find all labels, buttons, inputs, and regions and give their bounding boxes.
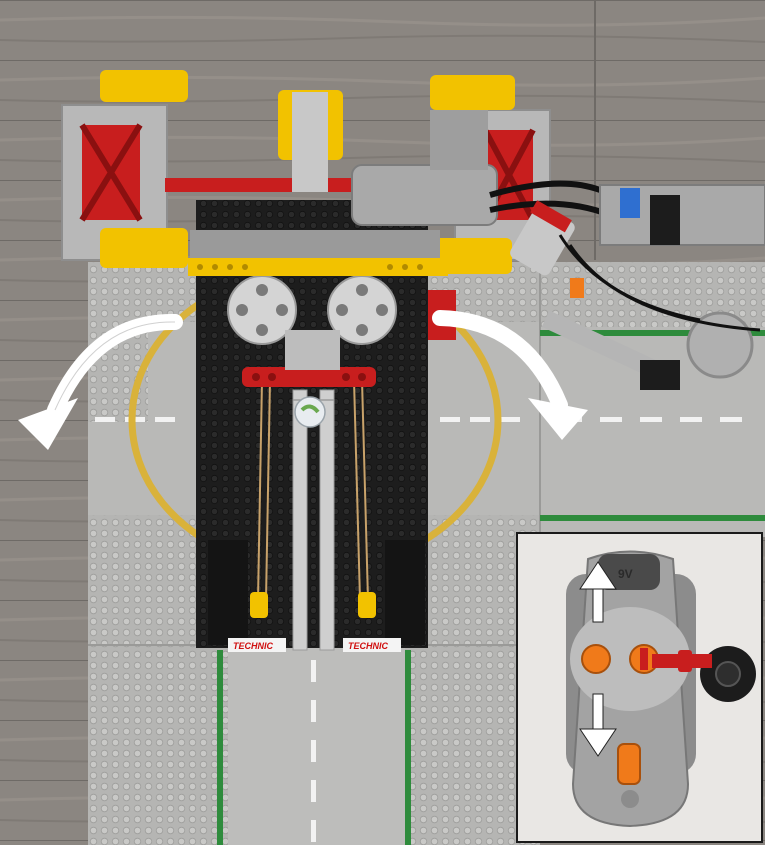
technic-tag-left-text: TECHNIC (233, 641, 273, 651)
ir-receiver-assembly (510, 184, 765, 390)
remote-up-arrow (579, 561, 617, 623)
launch-rail (292, 389, 335, 651)
marble (294, 396, 326, 428)
technic-tag-right: TECHNIC (343, 638, 401, 652)
remote-control-photo: 9V (518, 534, 761, 841)
remote-control-inset: 9V (516, 532, 763, 843)
remote-label: 9V (618, 567, 633, 581)
remote-down-arrow (579, 693, 617, 757)
technic-tag-left: TECHNIC (228, 638, 286, 652)
technic-tag-right-text: TECHNIC (348, 641, 388, 651)
right-turn-arrow (432, 310, 588, 440)
left-turn-arrow (18, 313, 183, 450)
pulley-wheels (227, 275, 397, 370)
